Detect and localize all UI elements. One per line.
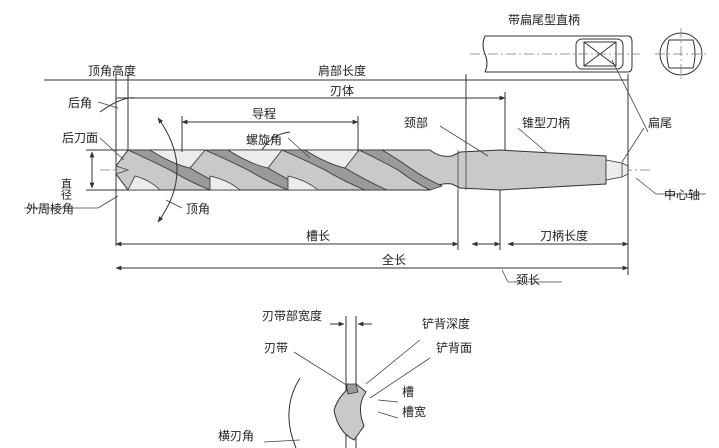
label-margin-width: 刃带部宽度 (262, 308, 322, 323)
label-flute-width: 槽宽 (402, 404, 426, 419)
label-flank: 后刀面 (62, 131, 98, 145)
label-shoulder-length: 肩部长度 (318, 63, 366, 78)
label-body: 刃体 (330, 84, 354, 98)
label-shank-length: 刀柄长度 (540, 228, 588, 243)
label-flat-tang-shank: 带扁尾型直柄 (508, 13, 580, 27)
drill-cross-section (263, 316, 431, 448)
drill-side-view (100, 149, 650, 191)
label-point-height: 顶角高度 (88, 63, 136, 78)
label-chisel-edge-angle: 横刃角 (218, 429, 254, 443)
label-overall-length: 全长 (382, 252, 406, 267)
label-diameter: 直径 (60, 177, 73, 200)
label-body-clearance-depth: 铲背深度 (422, 316, 470, 331)
label-taper-shank: 锥型刀柄 (522, 116, 570, 130)
label-helix-angle: 螺旋角 (246, 133, 282, 147)
flat-tang-shank-detail: 带扁尾型直柄 (470, 13, 707, 80)
label-outer-corner: 外周棱角 (26, 201, 74, 216)
label-flute: 槽 (402, 385, 414, 399)
label-neck: 颈部 (404, 115, 428, 130)
labels: 顶角高度 肩部长度 刃体 后角 导程 颈部 锥型刀柄 扁尾 后刀面 螺旋角 直径… (26, 63, 700, 443)
label-margin: 刃带 (264, 341, 288, 355)
label-neck-length: 颈长 (516, 273, 540, 287)
label-clearance-angle: 后角 (68, 96, 92, 110)
label-flute-length: 槽长 (306, 229, 330, 243)
dimension-lines (24, 59, 706, 283)
label-center-axis: 中心轴 (664, 187, 700, 202)
tang (605, 159, 629, 181)
label-tang: 扁尾 (648, 116, 672, 130)
label-point-angle: 顶角 (186, 202, 210, 216)
helical-flutes (127, 149, 444, 191)
label-body-clearance: 铲背面 (436, 340, 472, 355)
label-lead: 导程 (252, 106, 276, 121)
